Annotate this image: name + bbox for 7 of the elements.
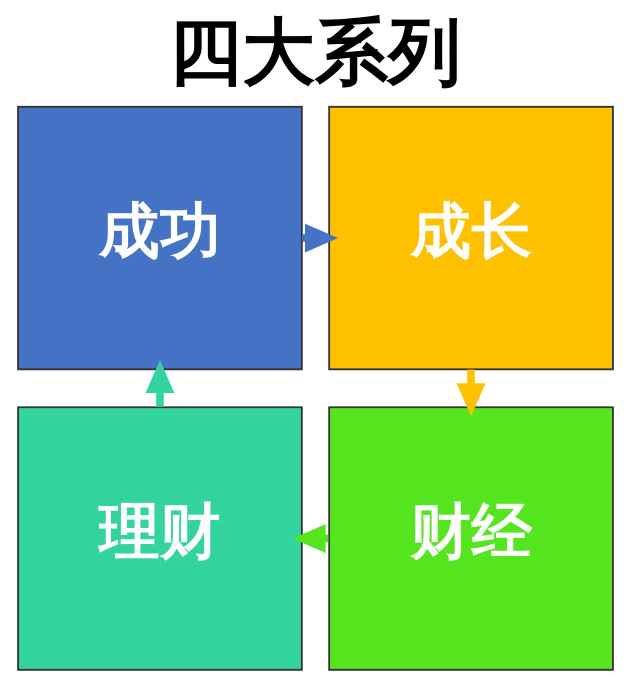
node-box: 财经 (328, 406, 614, 671)
arrow (145, 360, 174, 407)
diagram-title: 四大系列 (168, 10, 461, 96)
node-box: 成长 (328, 106, 614, 370)
node-box: 成功 (16, 106, 302, 370)
node-box: 理财 (16, 406, 302, 671)
arrow (456, 370, 485, 416)
